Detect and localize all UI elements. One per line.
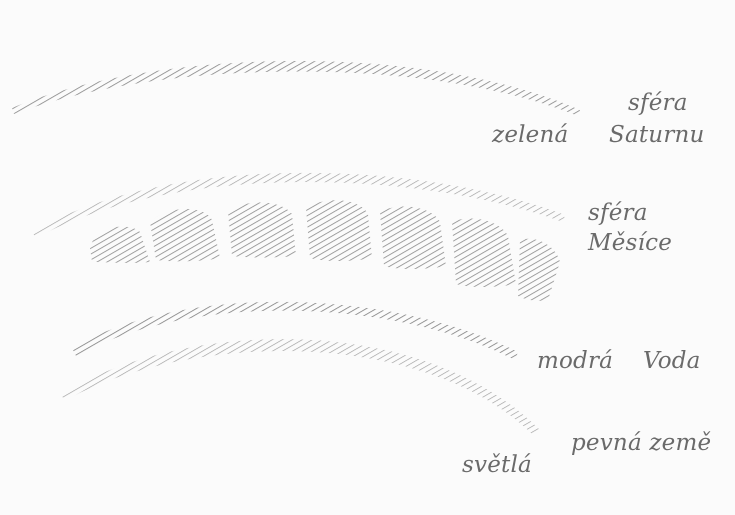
- label-zelena: zelená: [492, 124, 568, 147]
- label-modra: modrá: [537, 350, 613, 373]
- moon-crenellations: [90, 200, 560, 300]
- label-sfera-mesice-2: Měsíce: [588, 232, 672, 255]
- label-sfera-mesice-1: sféra: [588, 202, 648, 225]
- label-pevna-zeme: pevná země: [571, 432, 711, 455]
- label-voda: Voda: [643, 350, 701, 373]
- water-arc-lower: [60, 339, 540, 434]
- water-arc-upper: [72, 302, 518, 360]
- label-sfera-saturn-1: sféra: [628, 92, 688, 115]
- label-sfera-saturn-2: Saturnu: [609, 124, 705, 147]
- saturn-sphere-arc: [12, 61, 580, 116]
- label-svetla: světlá: [462, 454, 532, 477]
